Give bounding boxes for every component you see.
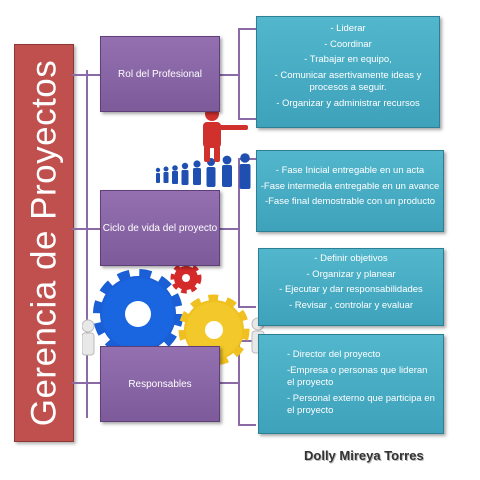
- detail-item: - Revisar , controlar y evaluar: [288, 299, 414, 311]
- connector-resp-h: [218, 382, 240, 384]
- connector-rol-detail-bottom: [238, 118, 256, 120]
- connector-rol-h: [218, 74, 240, 76]
- leader-figure: [203, 107, 248, 162]
- detail-item: - Personal externo que participa en el p…: [287, 392, 435, 417]
- gears: [82, 262, 265, 366]
- connector-ciclo-v: [238, 158, 240, 308]
- category-ciclo-de-vida: Ciclo de vida del proyecto: [100, 190, 220, 266]
- yellow-gear: [178, 294, 250, 366]
- detail-item: -Fase intermedia entregable en un avance: [260, 180, 440, 192]
- connector-ciclo-h: [218, 228, 240, 230]
- detail-item: -Empresa o personas que lideran el proye…: [287, 364, 428, 389]
- connector-rol-detail-top: [238, 28, 256, 30]
- category-label: Ciclo de vida del proyecto: [102, 222, 218, 234]
- connector-main-vertical: [86, 70, 88, 418]
- detail-item: - Ejecutar y dar responsabilidades: [279, 284, 423, 295]
- detail-item: -Fase final demostrable con un producto: [264, 196, 436, 207]
- title-bar: Gerencia de Proyectos: [14, 44, 74, 442]
- detail-gestion: - Definir objetivos - Organizar y planea…: [258, 248, 444, 326]
- detail-item: - Organizar y administrar recursos: [276, 97, 420, 109]
- detail-item: - Organizar y planear: [306, 268, 396, 280]
- connector-ciclo-bottom: [238, 306, 256, 308]
- people-line: [155, 107, 251, 189]
- red-gear: [170, 262, 202, 294]
- category-label: Rol del Profesional: [118, 68, 202, 80]
- detail-item: - Coordinar: [324, 38, 372, 50]
- category-label: Responsables: [128, 378, 192, 390]
- connector-to-ciclo: [72, 228, 102, 230]
- blue-gear: [93, 269, 183, 359]
- detail-ciclo-de-vida: - Fase Inicial entregable en un acta -Fa…: [256, 150, 444, 232]
- detail-item: - Fase Inicial entregable en un acta: [275, 165, 425, 176]
- detail-item: - Liderar: [330, 23, 366, 34]
- detail-item: - Definir objetivos: [314, 253, 388, 264]
- connector-resp-bottom: [238, 424, 256, 426]
- connector-resp-top: [238, 340, 256, 342]
- author-signature: Dolly Mireya Torres: [304, 448, 424, 463]
- detail-responsables: - Director del proyecto -Empresa o perso…: [258, 334, 444, 434]
- diagram-title: Gerencia de Proyectos: [24, 59, 64, 427]
- detail-rol-profesional: - Liderar - Coordinar - Trabajar en equi…: [256, 16, 440, 128]
- detail-item: - Trabajar en equipo,: [304, 54, 392, 65]
- category-rol-profesional: Rol del Profesional: [100, 36, 220, 112]
- connector-to-rol: [72, 74, 102, 76]
- connector-to-responsables: [72, 382, 102, 384]
- category-responsables: Responsables: [100, 346, 220, 422]
- detail-item: - Comunicar asertivamente ideas y proces…: [274, 69, 422, 94]
- detail-item: - Director del proyecto: [287, 349, 381, 360]
